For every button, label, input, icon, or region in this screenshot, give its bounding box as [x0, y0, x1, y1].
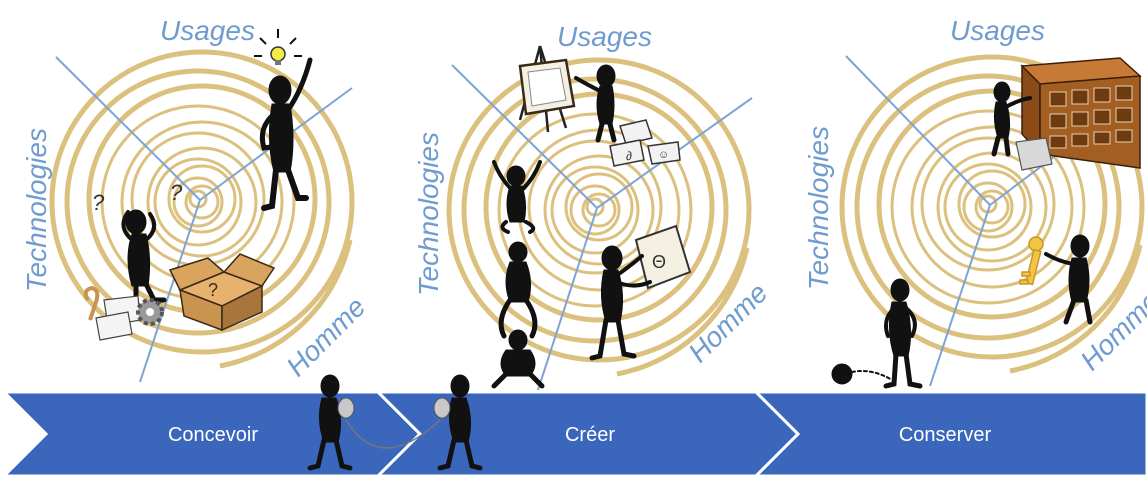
spiral-ring — [167, 164, 237, 234]
puzzled-figure-icon — [121, 209, 167, 311]
spiral-ring — [153, 157, 243, 247]
svg-text:?: ? — [208, 280, 218, 300]
homme-label: Homme — [280, 291, 371, 382]
spiral-rings — [839, 54, 1145, 374]
spiral-ring — [527, 139, 663, 275]
svg-text:?: ? — [170, 180, 183, 205]
axis-line-usages — [451, 64, 598, 209]
tin-can-phone-figures-icon — [307, 374, 483, 471]
stage-label-concevoir: Concevoir — [168, 424, 258, 446]
panel-concevoir: Usages Technologies Homme ? ? — [21, 15, 372, 383]
spiral-ring — [957, 169, 1027, 239]
spiral-ring — [550, 165, 640, 255]
axis-line-homme — [537, 207, 598, 391]
spiral-tail — [616, 247, 750, 377]
svg-text:☺: ☺ — [658, 149, 669, 161]
spiral-ring — [49, 49, 355, 355]
question-marks-icon: ? ? — [92, 180, 183, 215]
figure-with-key-icon — [1044, 234, 1093, 325]
technologies-label: Technologies — [413, 132, 444, 296]
lightbulb-icon — [254, 29, 302, 65]
artist-figure-icon — [574, 64, 617, 143]
spiral-tail — [219, 239, 353, 369]
axis-line-homme — [139, 199, 201, 383]
spiral-ring — [920, 136, 1056, 272]
axis-line-homme — [929, 204, 991, 387]
spiral-ring — [581, 192, 617, 228]
gear-icon — [136, 298, 164, 326]
spiral-ring — [839, 54, 1145, 360]
spiral-ring — [461, 76, 729, 344]
papers-icon — [83, 285, 141, 341]
spiral-ring — [146, 146, 258, 258]
process-arrows: Concevoir Créer Conserver — [0, 390, 1147, 478]
axis-line-usages — [845, 55, 991, 206]
drawings-icon: ∂ ☺ — [609, 119, 681, 167]
key-icon — [1019, 236, 1044, 286]
usages-label: Usages — [950, 15, 1045, 46]
stage-arrow-conserver — [752, 390, 1147, 478]
spiral-ring — [569, 184, 621, 236]
spiral-rings — [49, 49, 355, 369]
usages-label: Usages — [160, 15, 255, 46]
papers-icon — [1015, 137, 1053, 171]
spiral-ring — [890, 109, 1086, 305]
figure-tower-icon — [491, 160, 545, 389]
technologies-label: Technologies — [21, 128, 52, 292]
spiral-ring — [564, 172, 634, 242]
axis-line-usages — [55, 56, 201, 201]
figure-holding-drawing-icon: Θ — [589, 224, 692, 361]
spiral-ring — [446, 57, 752, 363]
figure-filing-icon — [991, 81, 1032, 157]
panel-creer: Usages Technologies Homme ∂ ☺ — [413, 21, 774, 391]
spiral-ring — [172, 176, 224, 228]
spiral-ring — [974, 189, 1010, 225]
stage-label-creer: Créer — [565, 424, 615, 446]
ball-and-chain-figure-icon — [831, 278, 923, 389]
spiral-ring — [910, 125, 1074, 289]
thinking-figure-icon — [259, 57, 313, 211]
technologies-label: Technologies — [803, 126, 834, 290]
panel-conserver: Usages Technologies Homme — [803, 15, 1147, 389]
stage-label-conserver: Conserver — [899, 424, 992, 446]
svg-text:?: ? — [92, 190, 105, 215]
spiral-ring — [64, 68, 332, 336]
easel-icon — [518, 45, 576, 133]
filing-cabinet-icon — [1020, 57, 1142, 169]
spiral-ring — [184, 184, 220, 220]
spiral-ring — [854, 73, 1122, 341]
spiral-ring — [543, 154, 655, 266]
svg-text:∂: ∂ — [626, 149, 632, 163]
spiral-ring — [962, 181, 1014, 233]
spiral-ring — [497, 112, 693, 308]
open-box-icon: ? — [168, 253, 276, 332]
usages-label: Usages — [557, 21, 652, 52]
spiral-ring — [876, 88, 1108, 320]
spiral-tail — [1009, 244, 1143, 374]
spiral-ring — [943, 162, 1033, 252]
svg-text:Θ: Θ — [652, 252, 666, 272]
